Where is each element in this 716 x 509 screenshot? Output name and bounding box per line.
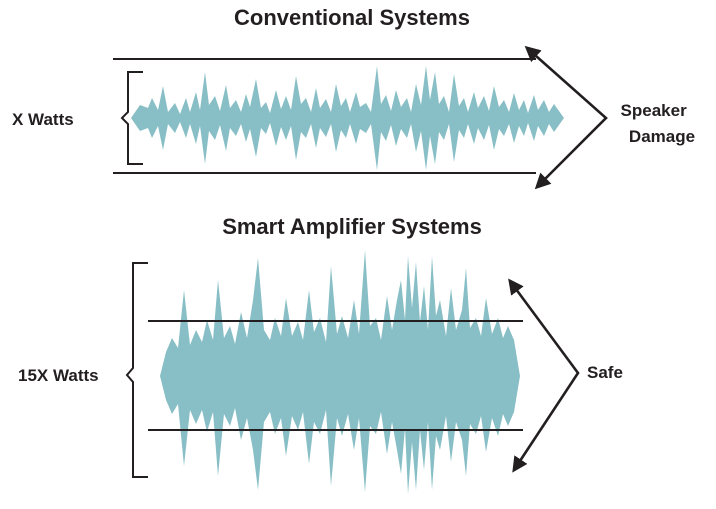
double-headed-arrow-icon: [524, 45, 608, 190]
bracket-icon: [120, 71, 143, 165]
smart-outcome-label: Safe: [587, 363, 623, 382]
bracket-icon: [125, 262, 148, 478]
smart-waveform: [160, 250, 520, 494]
smart-power-label: 15X Watts: [18, 366, 99, 385]
conventional-panel: Conventional Systems X Watts Speaker Dam…: [12, 5, 696, 190]
smart-panel: Smart Amplifier Systems 15X Watts Safe: [18, 214, 623, 494]
smart-title: Smart Amplifier Systems: [222, 214, 482, 239]
outcome-line-2: Damage: [629, 127, 695, 146]
conventional-power-label: X Watts: [12, 110, 74, 129]
conventional-outcome-label: Speaker Damage: [621, 101, 696, 146]
outcome-line-1: Speaker: [621, 101, 688, 120]
conventional-title: Conventional Systems: [234, 5, 470, 30]
double-headed-arrow-icon: [508, 278, 580, 473]
conventional-waveform: [131, 66, 564, 170]
